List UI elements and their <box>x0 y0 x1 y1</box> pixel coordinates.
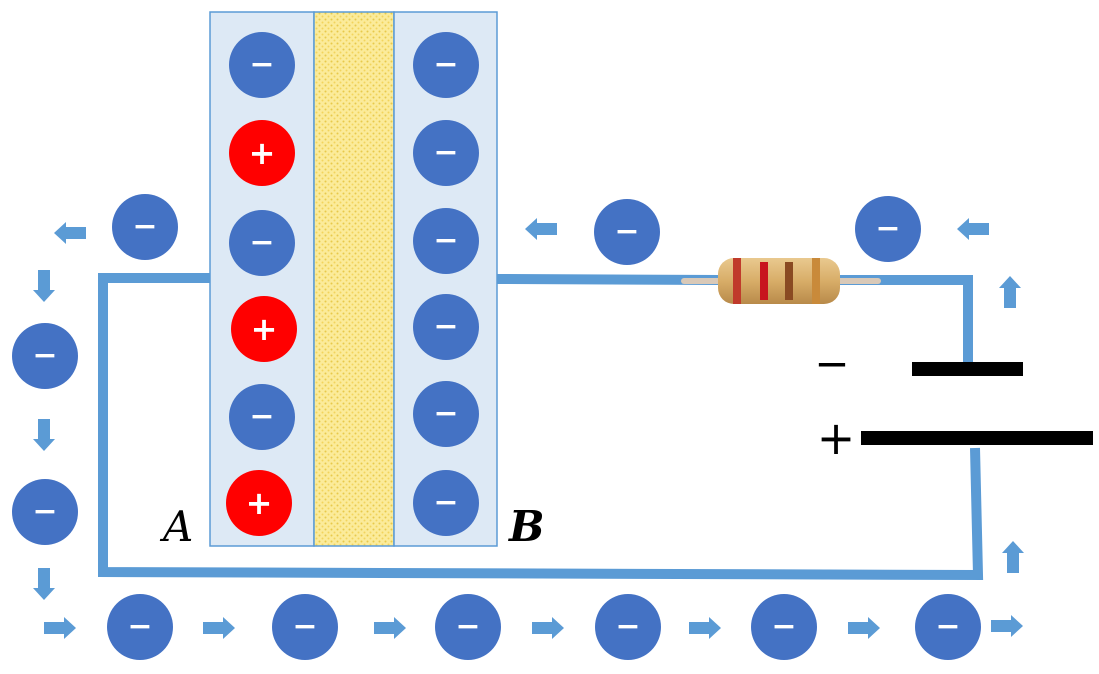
battery: − + <box>814 339 1093 465</box>
plate-a-charges: − + − + − + <box>226 32 297 536</box>
electron: − <box>594 199 660 265</box>
plate-b-charges: − − − − − − <box>413 32 479 536</box>
plate-a-label: A <box>159 502 193 551</box>
arrow-down-icon <box>33 568 55 600</box>
minus-sign: − <box>32 494 57 529</box>
electron: − <box>107 594 173 660</box>
positive-charge: + <box>229 120 295 186</box>
arrow-right-icon <box>203 617 235 639</box>
plate-a <box>209 11 315 547</box>
electron: − <box>915 594 981 660</box>
minus-sign: − <box>433 485 458 520</box>
minus-sign: − <box>32 338 57 373</box>
plus-sign: + <box>246 484 273 522</box>
minus-sign: − <box>433 135 458 170</box>
minus-sign: − <box>771 609 796 644</box>
arrow-up-icon <box>1002 541 1024 573</box>
minus-sign: − <box>127 609 152 644</box>
electron: − <box>413 381 479 447</box>
minus-sign: − <box>249 47 274 82</box>
arrow-right-icon <box>532 617 564 639</box>
arrow-down-icon <box>33 419 55 451</box>
electron: − <box>229 32 295 98</box>
minus-sign: − <box>292 609 317 644</box>
flow-arrows <box>33 218 1024 639</box>
arrow-left-icon <box>957 218 989 240</box>
minus-sign: − <box>614 214 639 249</box>
electron: − <box>12 479 78 545</box>
positive-charge: + <box>226 470 292 536</box>
electron: − <box>12 323 78 389</box>
arrow-right-icon <box>44 617 76 639</box>
arrow-down-icon <box>33 270 55 302</box>
arrow-right-icon <box>991 615 1023 637</box>
battery-positive-plate <box>861 431 1093 445</box>
electron: − <box>855 196 921 262</box>
minus-sign: − <box>132 209 157 244</box>
arrow-right-icon <box>374 617 406 639</box>
electron: − <box>112 194 178 260</box>
battery-negative-plate <box>912 362 1023 376</box>
minus-sign: − <box>433 223 458 258</box>
minus-sign: − <box>455 609 480 644</box>
battery-positive-sign: + <box>817 411 856 465</box>
minus-sign: − <box>433 396 458 431</box>
electron: − <box>413 120 479 186</box>
dielectric-layer <box>313 11 395 547</box>
battery-negative-sign: − <box>814 339 849 388</box>
electron: − <box>413 470 479 536</box>
arrow-right-icon <box>689 617 721 639</box>
electron: − <box>229 210 295 276</box>
plate-b <box>393 11 498 547</box>
minus-sign: − <box>875 211 900 246</box>
positive-charge: + <box>231 296 297 362</box>
plus-sign: + <box>249 134 276 172</box>
minus-sign: − <box>935 609 960 644</box>
arrow-right-icon <box>848 617 880 639</box>
electron: − <box>751 594 817 660</box>
capacitor <box>209 11 498 547</box>
electron: − <box>413 208 479 274</box>
resistor-icon <box>681 258 881 304</box>
plus-sign: + <box>251 310 278 348</box>
minus-sign: − <box>433 309 458 344</box>
minus-sign: − <box>433 47 458 82</box>
arrow-left-icon <box>525 218 557 240</box>
electron: − <box>435 594 501 660</box>
electron: − <box>272 594 338 660</box>
arrow-left-icon <box>54 222 86 244</box>
minus-sign: − <box>249 399 274 434</box>
electron: − <box>413 32 479 98</box>
arrow-up-icon <box>999 276 1021 308</box>
plate-b-label: B <box>508 502 545 551</box>
flowing-electrons: − − − − − − − − − − − <box>12 194 981 660</box>
minus-sign: − <box>249 225 274 260</box>
minus-sign: − <box>615 609 640 644</box>
electron: − <box>413 294 479 360</box>
electron: − <box>595 594 661 660</box>
electron: − <box>229 384 295 450</box>
